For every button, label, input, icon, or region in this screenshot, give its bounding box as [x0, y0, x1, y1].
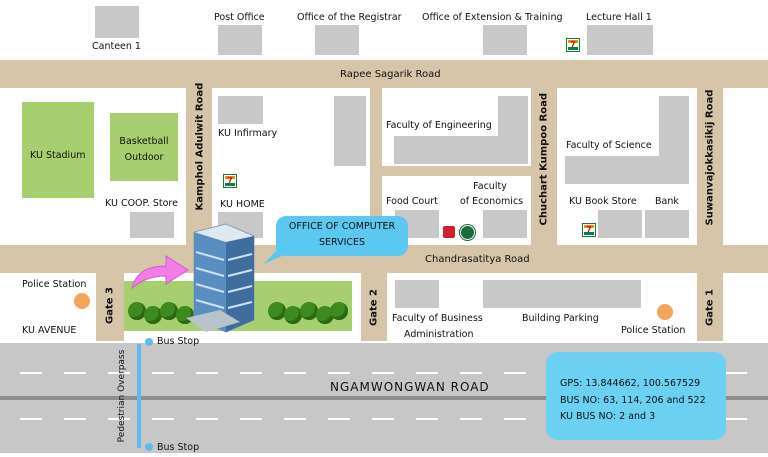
inner-road-vertical [370, 88, 382, 245]
coop-store-label: KU COOP. Store [105, 198, 178, 209]
gate2-label: Gate 2 [368, 289, 380, 326]
business-label-1: Faculty of Business [392, 313, 483, 324]
tree-icon [268, 302, 286, 320]
lecture-hall-label: Lecture Hall 1 [586, 12, 652, 23]
post-office-label: Post Office [214, 12, 265, 23]
registrar-building [315, 25, 359, 55]
economics-building [483, 210, 527, 238]
chandrasatitya-road-label: Chandrasatitya Road [425, 254, 530, 265]
tree-icon [128, 302, 146, 320]
bus-stop-icon [145, 338, 153, 346]
bank-label: Bank [655, 196, 679, 207]
chuchart-road-label: Chuchart Kumpoo Road [538, 92, 550, 226]
tree-icon [144, 306, 162, 324]
callout-line-1: OFFICE OF COMPUTER [288, 221, 396, 232]
suwanvajokkasikij-road [697, 88, 723, 245]
food-court-label: Food Court [386, 196, 438, 207]
tree-icon [160, 302, 178, 320]
chuchart-kumpoo-road [531, 88, 557, 245]
lecture-hall-building [587, 25, 653, 55]
economics-label-2: of Economics [460, 196, 524, 207]
science-courtyard [565, 96, 659, 156]
median-line [0, 396, 768, 400]
bank-building [645, 210, 689, 238]
lane-marking [725, 418, 765, 420]
coop-building [130, 212, 174, 238]
ku-home-label: KU HOME [220, 199, 265, 210]
post-office-building [218, 25, 262, 55]
tree-icon [284, 306, 302, 324]
gate1-label: Gate 1 [704, 289, 716, 326]
book-store-building [598, 210, 642, 238]
food-icon [443, 226, 455, 238]
tree-icon [330, 302, 348, 320]
gate3-road [96, 273, 124, 341]
bus-stop-icon [145, 443, 153, 451]
info-box [546, 352, 726, 440]
extension-building [483, 25, 527, 55]
bus-stop-bottom-label: Bus Stop [157, 442, 200, 453]
police-marker-right [657, 304, 673, 320]
registrar-label: Office of the Registrar [297, 12, 402, 23]
ku-stadium-label: KU Stadium [30, 150, 86, 161]
kamphol-road-label: Kamphol Adulwit Road [194, 82, 206, 211]
police-station-right-label: Police Station [621, 325, 686, 336]
bus-numbers-label: BUS NO: 63, 114, 206 and 522 [560, 395, 706, 406]
starbucks-icon [460, 225, 475, 240]
ku-stadium [22, 102, 94, 198]
seven-eleven-icon: 7 [223, 174, 237, 188]
rapee-sagarik-road [0, 60, 768, 88]
economics-label-1: Faculty [473, 181, 507, 192]
gate1-road [697, 273, 723, 341]
arrow-icon [131, 255, 189, 290]
science-label: Faculty of Science [566, 140, 652, 151]
business-label-2: Administration [404, 329, 474, 340]
seven-eleven-icon: 7 [582, 223, 596, 237]
basketball-label-1: Basketball [119, 136, 169, 147]
callout-line-2: SERVICES [318, 237, 366, 248]
ku-avenue-label: KU AVENUE [22, 325, 77, 336]
engineering-courtyard [394, 96, 498, 136]
ngamwongwan-label: NGAMWONGWAN ROAD [330, 380, 490, 394]
canteen-label: Canteen 1 [92, 41, 141, 52]
bus-stop-top-label: Bus Stop [157, 336, 200, 347]
lane-marking [725, 372, 765, 374]
lane-marking [20, 372, 550, 374]
business-building [395, 280, 439, 308]
ku-bus-label: KU BUS NO: 2 and 3 [560, 411, 656, 422]
basketball-outdoor [110, 113, 178, 181]
suwanvajok-road-label: Suwanvajokkasikij Road [704, 89, 716, 226]
pedestrian-overpass [137, 344, 141, 448]
canteen-building [95, 6, 139, 38]
tree-icon [300, 302, 318, 320]
gps-label: GPS: 13.844662, 100.567529 [560, 378, 701, 389]
basketball-label-2: Outdoor [124, 152, 164, 163]
parking-building [483, 280, 641, 308]
infirmary-annex [334, 96, 366, 166]
overpass-label: Pedestrian Overpass [117, 349, 127, 443]
book-store-label: KU Book Store [569, 196, 637, 207]
computer-services-callout [276, 216, 408, 256]
police-marker-left [74, 293, 90, 309]
gate3-label: Gate 3 [104, 287, 116, 324]
engineering-label: Faculty of Engineering [386, 120, 492, 131]
infirmary-building [218, 96, 263, 124]
gate2-road [361, 273, 387, 341]
lane-marking [20, 418, 550, 420]
tree-icon [316, 306, 334, 324]
police-station-left-label: Police Station [22, 279, 87, 290]
office-building-icon [186, 223, 255, 333]
building-parking-label: Building Parking [522, 313, 599, 324]
extension-label: Office of Extension & Training [422, 12, 563, 23]
kamphol-adulwit-road [186, 88, 212, 245]
callout-pointer [264, 244, 282, 264]
seven-eleven-icon: 7 [566, 38, 580, 52]
infirmary-label: KU Infirmary [218, 128, 278, 139]
rapee-road-label: Rapee Sagarik Road [340, 69, 441, 80]
inner-road-horizontal [382, 166, 531, 176]
